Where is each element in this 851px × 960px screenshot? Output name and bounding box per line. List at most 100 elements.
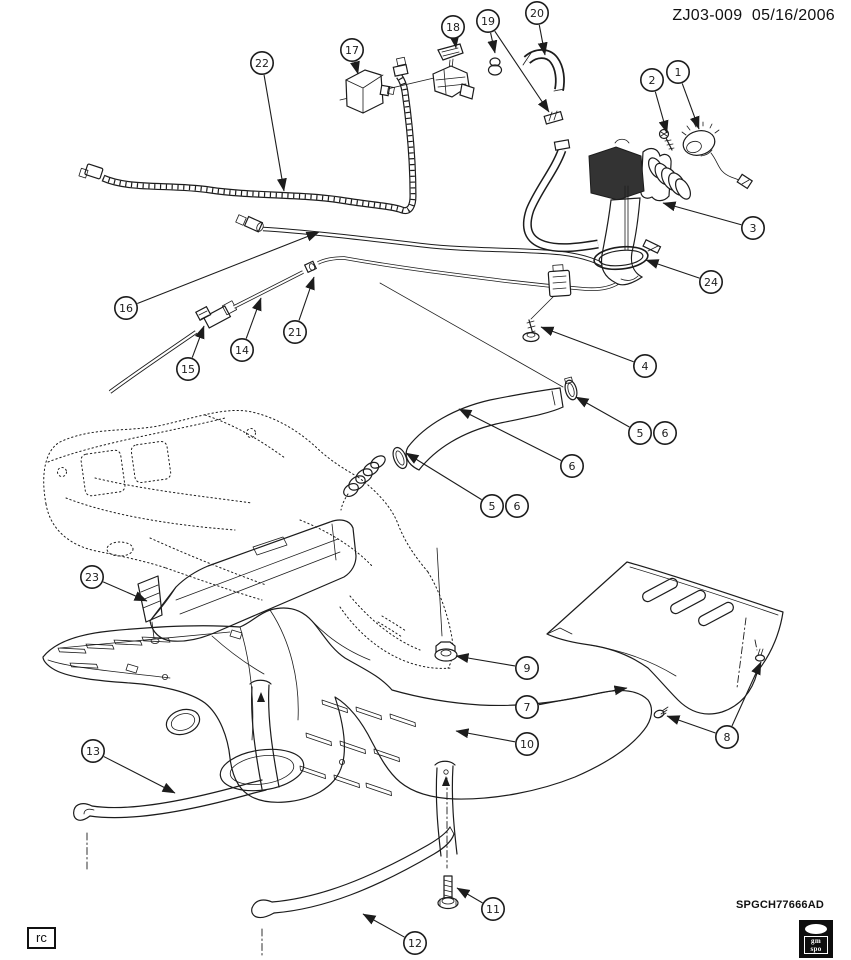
wiring-harness-art xyxy=(78,56,417,215)
leader-line xyxy=(537,24,548,56)
clip-19-target xyxy=(543,110,564,125)
callout-19: 19 xyxy=(475,9,550,113)
leader-line xyxy=(298,276,315,321)
callout-number: 23 xyxy=(85,571,99,584)
callout-number: 15 xyxy=(181,363,195,376)
callout-5: 5 xyxy=(405,452,504,518)
bracket-18 xyxy=(432,43,475,100)
callout-number: 8 xyxy=(724,731,731,744)
callout-number: 3 xyxy=(750,222,757,235)
fitting-15 xyxy=(195,305,212,322)
callout-circle xyxy=(114,295,139,320)
leader-line xyxy=(103,756,176,794)
strap-channel-right xyxy=(434,760,458,857)
fitting-21 xyxy=(303,260,318,274)
pipe-clip-4 xyxy=(522,264,572,343)
tank-cover-art xyxy=(137,519,357,675)
callout-number: 7 xyxy=(524,701,531,714)
callout-circle xyxy=(250,50,275,75)
callout-circle xyxy=(176,356,201,381)
callout-circle xyxy=(665,59,690,84)
callout-number: 19 xyxy=(481,15,495,28)
callout-8: 8 xyxy=(666,661,762,749)
logo-line-2: spo xyxy=(810,945,822,953)
canister-17 xyxy=(345,69,395,114)
callout-4: 4 xyxy=(540,326,657,378)
document-code: SPGCH77666AD xyxy=(736,899,824,911)
callout-3: 3 xyxy=(662,201,765,241)
callout-circle xyxy=(632,353,657,378)
gm-spo-logo: gm spo xyxy=(800,921,832,957)
leader-line xyxy=(575,396,630,428)
rc-corner-box: rc xyxy=(27,927,56,949)
callout-number: 16 xyxy=(119,302,133,315)
callout-circle xyxy=(440,15,465,39)
callout-circle xyxy=(282,319,307,344)
callout-circle xyxy=(514,694,539,719)
leader-line xyxy=(362,913,405,938)
callout-number: 6 xyxy=(662,427,669,440)
callout-13: 13 xyxy=(81,738,176,794)
leader-line xyxy=(245,297,262,339)
callout-circle xyxy=(627,420,652,445)
callout-21: 21 xyxy=(282,276,315,344)
callout-23: 23 xyxy=(80,564,148,602)
drawing-date: 05/16/2006 xyxy=(751,7,835,24)
elbow-hose-20 xyxy=(522,49,565,92)
callout-number: 14 xyxy=(235,344,249,357)
callout-number: 21 xyxy=(288,326,302,339)
heat-shield-art xyxy=(546,561,784,719)
leader-line xyxy=(455,653,516,667)
callout-18: 18 xyxy=(440,15,465,49)
cap-tether xyxy=(710,152,754,190)
callout-10: 10 xyxy=(455,728,539,756)
leader-line xyxy=(350,60,360,75)
callout-number: 1 xyxy=(675,66,682,79)
leader-line xyxy=(455,728,516,743)
callout-number: 18 xyxy=(446,21,460,34)
leader-line xyxy=(731,661,762,727)
leader-line xyxy=(666,715,716,734)
logo-line-1: gm xyxy=(811,937,821,945)
callout-circle xyxy=(504,493,529,518)
bolt-8a xyxy=(653,706,669,719)
callout-circle xyxy=(698,269,723,294)
strap-13 xyxy=(73,779,267,871)
leader-line xyxy=(538,685,628,706)
callout-number: 24 xyxy=(704,276,718,289)
leader-line xyxy=(654,91,669,134)
leader-line xyxy=(681,83,700,130)
callout-circle xyxy=(480,896,505,921)
callout-number: 20 xyxy=(530,7,544,20)
drawing-header: ZJ03-009 05/16/2006 xyxy=(672,7,835,25)
tank-inlet-coil xyxy=(340,455,386,511)
callout-1: 1 xyxy=(665,59,700,130)
callout-circle xyxy=(402,930,427,955)
callout-22: 22 xyxy=(250,50,287,192)
callout-12: 12 xyxy=(362,913,427,955)
callout-number: 5 xyxy=(637,427,644,440)
callout-circle xyxy=(81,738,106,763)
callout-number: 6 xyxy=(514,500,521,513)
callout-number: 22 xyxy=(255,57,269,70)
callout-17: 17 xyxy=(339,37,364,75)
leader-line xyxy=(137,231,320,305)
callout-circle xyxy=(230,337,255,362)
fuel-pipes-art xyxy=(108,77,619,394)
callout-number: 11 xyxy=(486,903,500,916)
logo-oval-icon xyxy=(805,924,827,934)
callout-circle xyxy=(339,37,364,62)
tank-straps-art xyxy=(73,777,459,959)
leader-line xyxy=(662,201,742,226)
bracket-23-flag xyxy=(137,575,163,644)
leader-line xyxy=(405,452,482,501)
callout-6: 6 xyxy=(458,408,584,478)
strap-12 xyxy=(251,826,455,959)
rc-label: rc xyxy=(36,930,47,945)
leader-line xyxy=(645,259,700,279)
callout-circle xyxy=(639,68,664,93)
callout-16: 16 xyxy=(114,231,320,320)
callout-6: 6 xyxy=(504,493,529,518)
